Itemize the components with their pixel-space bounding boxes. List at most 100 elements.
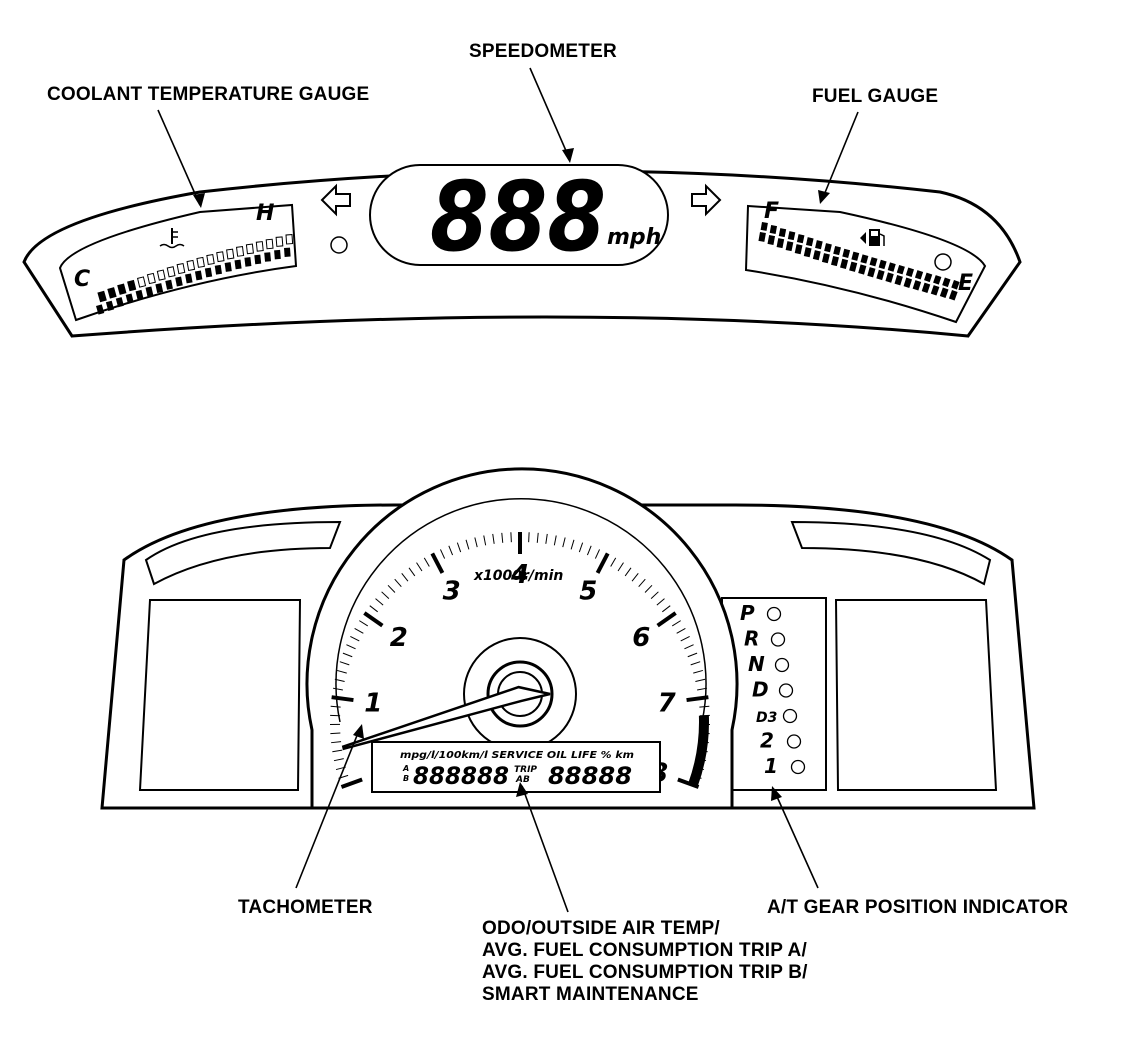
fuel-segment xyxy=(851,251,860,261)
fuel-segment xyxy=(803,247,812,258)
tach-minor-tick xyxy=(545,533,548,544)
tach-minor-tick xyxy=(656,598,665,606)
tach-minor-tick xyxy=(448,545,454,556)
tach-minor-tick xyxy=(474,537,478,548)
fuel-segment xyxy=(860,254,869,264)
fuel-segment xyxy=(785,241,794,252)
tach-minor-tick xyxy=(331,741,342,744)
tach-minor-tick xyxy=(332,749,343,753)
coolant-segment-filled xyxy=(234,259,242,270)
coolant-segment xyxy=(265,238,274,250)
speedometer-window xyxy=(369,164,669,266)
coolant-segment xyxy=(127,279,137,292)
fuel-full-label: F xyxy=(764,199,779,224)
coolant-segment-filled xyxy=(185,273,193,284)
coolant-segment xyxy=(136,276,147,288)
coolant-segment-filled xyxy=(264,252,272,262)
fuel-segment xyxy=(876,269,885,281)
display-trip-label: TRIP xyxy=(514,765,537,775)
coolant-bar-segments xyxy=(96,234,294,315)
tach-number: 1 xyxy=(364,689,382,719)
multi-info-callout-line-2: AVG. FUEL CONSUMPTION TRIP A/ xyxy=(482,940,807,961)
tach-minor-tick xyxy=(333,758,344,762)
tach-minor-tick xyxy=(456,542,462,553)
tach-minor-tick xyxy=(394,578,402,587)
coolant-segment-filled xyxy=(135,289,144,301)
fuel-segment xyxy=(885,272,894,283)
coolant-segment xyxy=(186,259,196,271)
fuel-segment xyxy=(787,231,796,241)
fuel-segment xyxy=(930,285,940,296)
tach-minor-tick xyxy=(680,636,690,642)
fuel-segment xyxy=(840,258,849,270)
fuel-gauge-window xyxy=(744,204,987,324)
gear-label: P xyxy=(740,601,755,625)
tach-minor-tick xyxy=(594,549,600,559)
right-turn-signal-icon xyxy=(691,183,722,217)
tach-minor-tick xyxy=(336,669,347,674)
coolant-segment-filled xyxy=(125,293,134,304)
gear-indicator-light xyxy=(786,734,802,749)
fuel-segment xyxy=(887,262,896,272)
tach-minor-tick xyxy=(578,542,584,553)
tach-minor-tick xyxy=(387,584,396,593)
fuel-segment xyxy=(796,234,805,244)
coolant-segment-filled xyxy=(175,276,183,287)
tach-number: 5 xyxy=(579,577,597,607)
coolant-segment-filled xyxy=(115,297,124,308)
gear-label: 2 xyxy=(760,729,774,753)
tach-minor-tick xyxy=(350,636,360,642)
fuel-segment xyxy=(867,267,876,278)
coolant-segment xyxy=(117,283,127,295)
tach-number: 6 xyxy=(632,623,650,653)
right-upper-panel xyxy=(790,520,992,586)
tach-minor-tick xyxy=(536,532,539,543)
coolant-segment-filled xyxy=(145,286,154,297)
tach-minor-tick xyxy=(676,628,686,634)
fuel-segment xyxy=(939,287,949,299)
tach-major-tick xyxy=(656,611,677,628)
tach-minor-tick xyxy=(570,539,575,550)
left-turn-signal-icon xyxy=(320,183,351,217)
display-right-digits: 88888 xyxy=(548,762,632,790)
coolant-segment xyxy=(245,243,254,255)
display-top-line: mpg/l/100km/l SERVICE OIL LIFE % km xyxy=(400,750,634,761)
fuel-segment xyxy=(894,274,903,286)
tach-minor-tick xyxy=(369,605,378,613)
fuel-segment xyxy=(921,282,931,294)
gear-indicator-light xyxy=(770,632,786,647)
display-side-label-b: B xyxy=(403,774,409,783)
coolant-segment-filled xyxy=(105,300,115,311)
tach-major-tick xyxy=(340,777,363,789)
gear-label: 1 xyxy=(764,754,778,778)
tachometer-callout: TACHOMETER xyxy=(238,897,373,918)
gear-indicator-light xyxy=(782,708,798,724)
tach-minor-tick xyxy=(697,687,708,691)
multi-info-callout-line-1: ODO/OUTSIDE AIR TEMP/ xyxy=(482,918,720,939)
fuel-segment xyxy=(776,238,785,249)
fuel-segment xyxy=(778,228,787,238)
tach-minor-tick xyxy=(334,678,345,682)
gear-label: D xyxy=(752,678,769,702)
tach-minor-tick xyxy=(553,535,557,546)
coolant-segment xyxy=(235,246,245,257)
coolant-segment-filled xyxy=(96,304,105,315)
coolant-segment xyxy=(285,234,294,245)
coolant-segment xyxy=(176,262,186,275)
multi-info-callout: ODO/OUTSIDE AIR TEMP/ AVG. FUEL CONSUMPT… xyxy=(482,918,808,1006)
coolant-segment-filled xyxy=(274,249,281,260)
coolant-segment-filled xyxy=(284,247,291,257)
coolant-segment xyxy=(275,236,284,247)
fuel-segment xyxy=(812,250,821,261)
coolant-segment-filled xyxy=(254,254,262,265)
right-lower-panel xyxy=(834,599,998,791)
speedometer-callout: SPEEDOMETER xyxy=(469,41,617,62)
tach-minor-tick xyxy=(330,705,341,708)
tach-minor-tick xyxy=(662,605,671,613)
gear-indicator-callout: A/T GEAR POSITION INDICATOR xyxy=(767,897,1069,918)
tach-minor-tick xyxy=(501,532,504,543)
fuel-segment xyxy=(842,248,851,259)
fuel-segment xyxy=(912,280,922,291)
tach-major-tick xyxy=(595,552,610,574)
